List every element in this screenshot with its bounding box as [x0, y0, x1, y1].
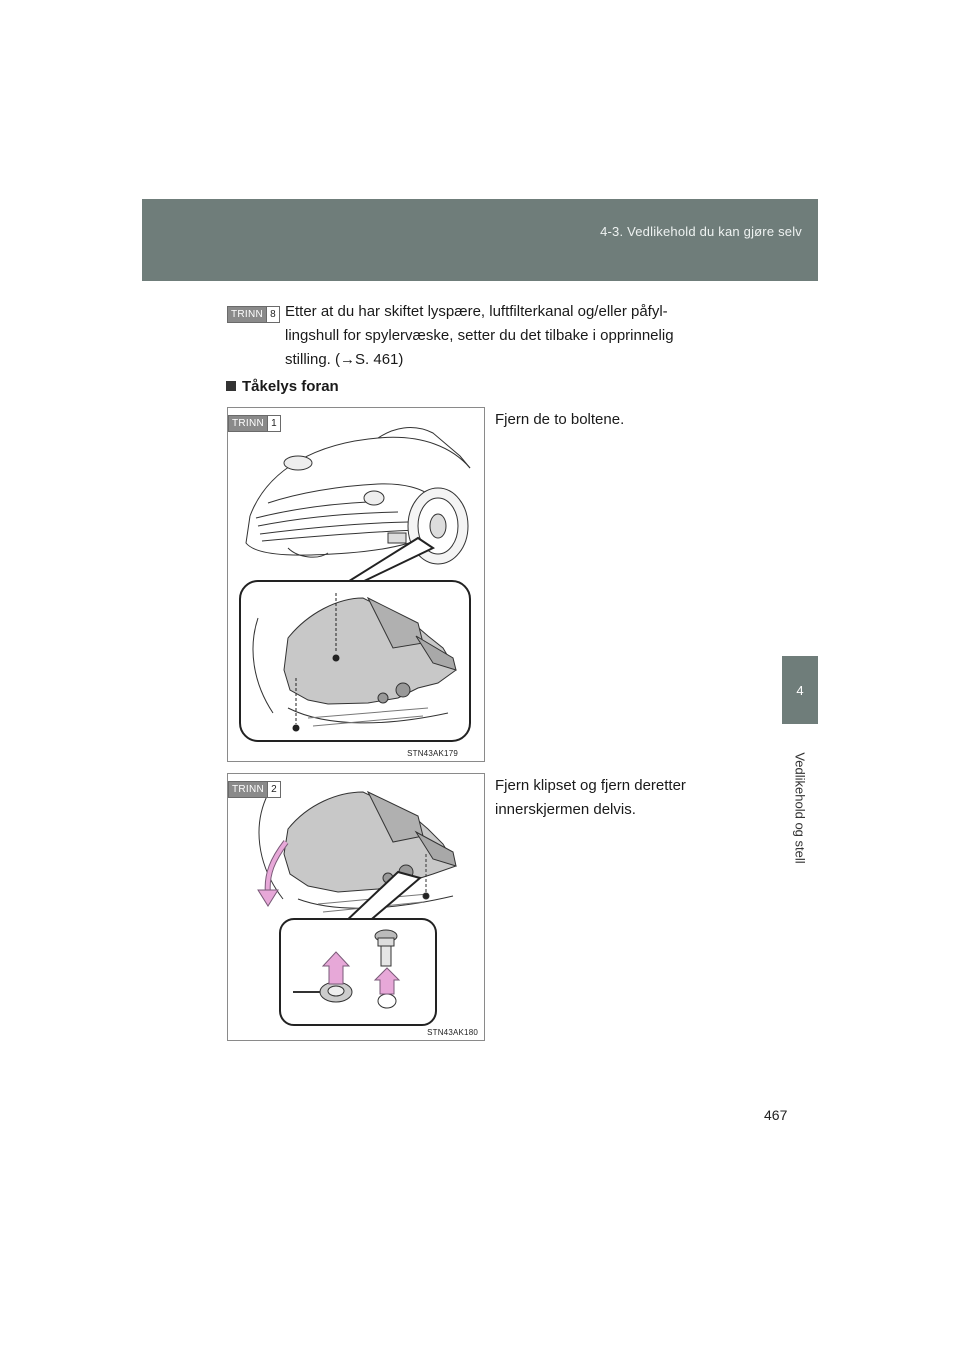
step1-instruction: Fjern de to boltene.: [495, 411, 625, 428]
step-badge-word: TRINN: [229, 782, 268, 797]
step-badge-2: TRINN 2: [228, 781, 281, 798]
step-badge-8: TRINN 8: [227, 306, 280, 323]
chapter-tab: 4: [782, 656, 818, 724]
step-badge-number: 1: [267, 416, 280, 431]
step8-line: stilling. (→S. 461): [285, 351, 404, 368]
step-badge-word: TRINN: [228, 307, 267, 322]
figure-code: STN43AK179: [407, 749, 458, 758]
figure-step2: TRINN 2 STN43AK180: [227, 773, 485, 1041]
figure-step1: TRINN 1 STN43AK179: [227, 407, 485, 762]
header-band: 4-3. Vedlikehold du kan gjøre selv: [142, 199, 818, 281]
section-header-title: 4-3. Vedlikehold du kan gjøre selv: [600, 224, 802, 239]
step2-instruction: Fjern klipset og fjern deretter innerskj…: [495, 774, 744, 822]
step-badge-word: TRINN: [229, 416, 268, 431]
step2-line: innerskjermen delvis.: [495, 801, 636, 818]
figure-code: STN43AK180: [427, 1028, 478, 1037]
step8-text: Etter at du har skiftet lyspære, luftfil…: [285, 300, 743, 372]
step8-line: lingshull for spylervæske, setter du det…: [285, 327, 674, 344]
step-badge-1: TRINN 1: [228, 415, 281, 432]
fender-liner-clip-illustration: [257, 790, 457, 1026]
arrow-icon: →: [340, 351, 356, 368]
car-front-bolts-illustration: [239, 427, 471, 742]
chapter-label: Vedlikehold og stell: [792, 752, 808, 864]
square-bullet-icon: [226, 381, 236, 391]
chapter-number: 4: [796, 682, 804, 698]
step-badge-number: 8: [266, 307, 279, 322]
section-heading: Tåkelys foran: [226, 378, 339, 395]
page-number: 467: [764, 1107, 788, 1123]
step2-line: Fjern klipset og fjern deretter: [495, 777, 686, 794]
step-badge-number: 2: [267, 782, 280, 797]
step8-line: Etter at du har skiftet lyspære, luftfil…: [285, 303, 668, 320]
